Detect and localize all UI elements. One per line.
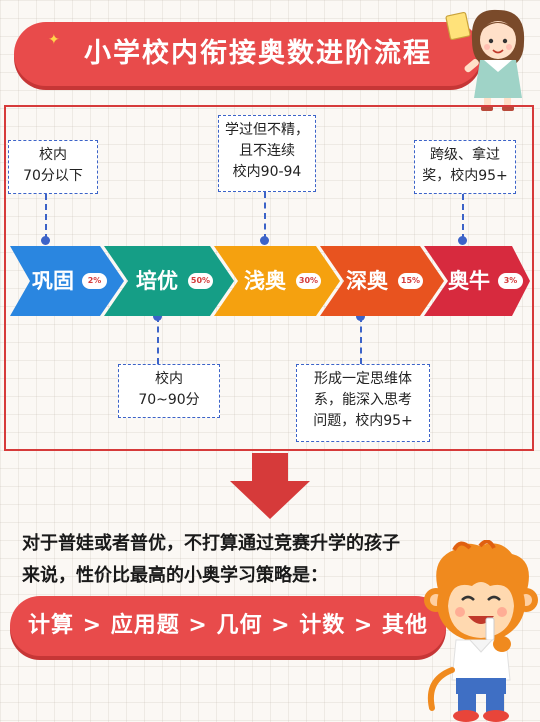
stage-pct-gonggu: 2%: [82, 273, 107, 289]
connector-dot: [41, 236, 50, 245]
stage-label-shenao: 深奥: [346, 269, 388, 293]
connector-dot: [260, 236, 269, 245]
process-frame: [4, 105, 534, 451]
stage-arrow-qianao: [214, 246, 340, 316]
stage-arrow-shenao: [320, 246, 444, 316]
strategy-banner: 计算 > 应用题 > 几何 > 计数 > 其他: [10, 596, 446, 656]
note-qianao: 学过但不精， 且不连续 校内90-94: [218, 115, 316, 192]
sparkle-icon: ✦: [48, 32, 60, 48]
strategy-description: 对于普娃或者普优，不打算通过竞赛升学的孩子 来说，性价比最高的小奥学习策略是：: [22, 528, 502, 592]
down-arrow-icon: [230, 453, 310, 519]
stage-arrow-gonggu: [10, 246, 124, 316]
stage-arrow-peiyou: [104, 246, 234, 316]
stage-label-qianao: 浅奥: [244, 269, 286, 293]
connector-dot: [153, 312, 162, 321]
connector-dot: [458, 236, 467, 245]
title-banner: ✦ 小学校内衔接奥数进阶流程: [14, 22, 482, 86]
stage-pct-aoniu: 3%: [498, 273, 523, 289]
connector-shenao: [360, 316, 362, 364]
stage-pct-qianao: 30%: [296, 273, 321, 289]
note-aoniu: 跨级、拿过 奖，校内95+: [414, 140, 516, 194]
connector-dot: [356, 312, 365, 321]
description-line-1: 对于普娃或者普优，不打算通过竞赛升学的孩子: [22, 533, 400, 554]
note-gonggu: 校内 70分以下: [8, 140, 98, 194]
connector-peiyou: [157, 316, 159, 364]
connector-gonggu: [45, 194, 47, 240]
girl-illustration-icon: [445, 9, 525, 111]
description-line-2: 来说，性价比最高的小奥学习策略是：: [22, 565, 328, 586]
stage-pct-peiyou: 50%: [188, 273, 213, 289]
strategy-text: 计算 > 应用题 > 几何 > 计数 > 其他: [27, 613, 428, 638]
connector-aoniu: [462, 194, 464, 240]
note-peiyou: 校内 70~90分: [118, 364, 220, 418]
note-shenao: 形成一定思维体 系，能深入思考 问题，校内95+: [296, 364, 430, 442]
stage-label-aoniu: 奥牛: [448, 269, 490, 293]
stage-label-peiyou: 培优: [136, 269, 178, 293]
stage-label-gonggu: 巩固: [32, 269, 74, 293]
page-title: 小学校内衔接奥数进阶流程: [84, 38, 432, 69]
stage-pct-shenao: 15%: [398, 273, 423, 289]
stage-arrow-aoniu: [424, 246, 530, 316]
connector-qianao: [264, 192, 266, 240]
monkey-mascot-icon: [424, 540, 538, 722]
